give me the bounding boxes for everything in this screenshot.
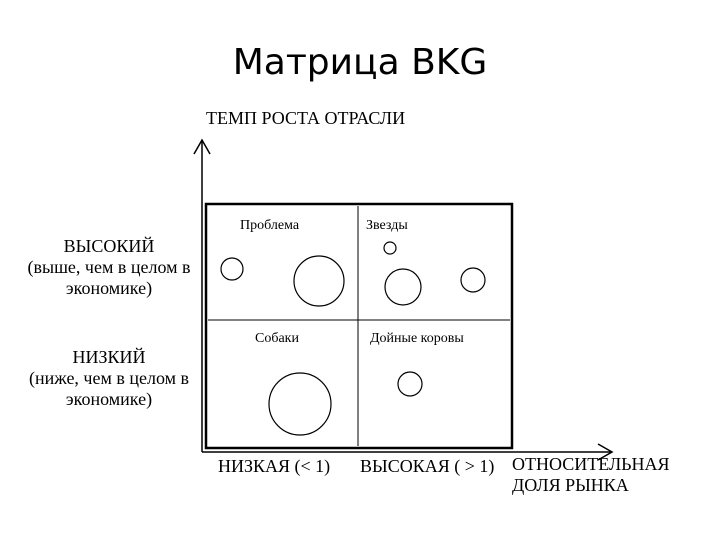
row-low-title: НИЗКИЙ [72,347,146,367]
x-axis-arrowhead [597,443,614,461]
matrix-frame [204,202,514,450]
problem-circle-small [220,257,244,281]
quadrant-label-problem: Проблема [240,218,300,233]
row-label-low: НИЗКИЙ (ниже, чем в целом в экономике) [14,347,204,410]
y-axis-label: ТЕМП РОСТА ОТРАСЛИ [206,108,406,128]
stars-circle-small [460,267,486,293]
quadrant-label-dogs: Собаки [255,331,299,346]
problem-circle-large [293,255,345,307]
row-high-desc-line2: экономике) [65,278,153,298]
row-low-desc-line2: экономике) [65,389,153,409]
column-label-low: НИЗКАЯ (< 1) [218,456,331,476]
row-high-desc-line1: (выше, чем в целом в [27,257,191,277]
x-axis-label-line2: ДОЛЯ РЫНКА [512,475,629,495]
x-axis-label-line1: ОТНОСИТЕЛЬНАЯ [512,454,670,474]
stars-circle-tiny [383,241,397,255]
cows-circle-small [397,371,423,397]
row-high-title: ВЫСОКИЙ [63,236,155,256]
quadrant-label-stars: Звезды [366,218,408,233]
x-axis-label: ОТНОСИТЕЛЬНАЯ ДОЛЯ РЫНКА [512,454,670,496]
column-label-high: ВЫСОКАЯ ( > 1) [360,456,495,476]
y-axis-arrowhead [193,138,211,155]
dogs-circle-large [268,372,332,436]
row-label-high: ВЫСОКИЙ (выше, чем в целом в экономике) [14,236,204,299]
slide-title: Матрица BKG [232,42,488,83]
quadrant-label-cows: Дойные коровы [370,331,464,346]
stars-circle-medium [384,268,422,306]
row-low-desc-line1: (ниже, чем в целом в [28,368,190,388]
